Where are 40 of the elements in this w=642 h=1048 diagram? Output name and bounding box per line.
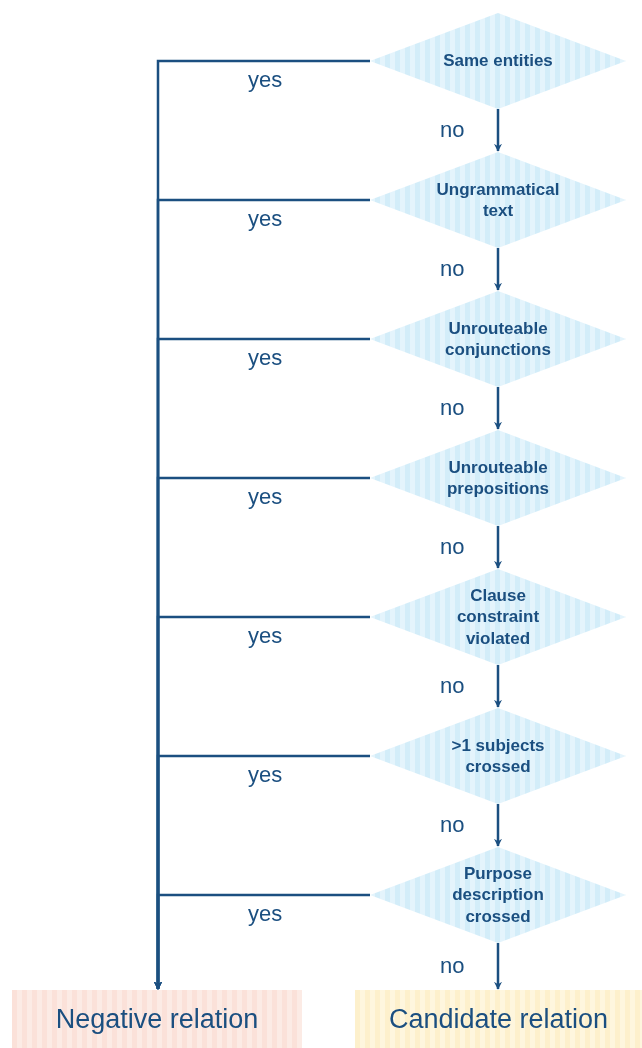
edge-label: no — [440, 674, 465, 697]
decision-diamond — [370, 152, 626, 248]
decision-diamond — [370, 708, 626, 804]
decision-text: Unrouteable conjunctions — [444, 317, 552, 361]
decision-diamond — [370, 430, 626, 526]
result-box — [355, 990, 642, 1048]
arrow — [494, 248, 502, 291]
result-text: Negative relation — [55, 1002, 259, 1036]
decision-diamond — [370, 291, 626, 387]
edge-label: yes — [248, 486, 283, 508]
arrow — [494, 526, 502, 569]
decision-diamond — [370, 13, 626, 109]
arrow — [154, 893, 370, 990]
arrow — [494, 665, 502, 708]
edge-label: no — [440, 118, 465, 141]
edge-label: no — [440, 813, 465, 836]
edge-label: yes — [248, 903, 283, 925]
edge-label: yes — [248, 208, 283, 230]
edge-label: yes — [248, 69, 283, 91]
decision-text: Unrouteable prepositions — [446, 456, 550, 500]
decision-text: >1 subjects crossed — [450, 734, 546, 778]
arrow — [494, 387, 502, 430]
edge-label: no — [440, 954, 465, 977]
edge-label: no — [440, 257, 465, 280]
decision-diamond — [370, 847, 626, 943]
edge-label: yes — [248, 347, 283, 369]
edge-label: no — [440, 535, 465, 558]
arrow — [494, 109, 502, 152]
decision-text: Ungrammatical text — [435, 178, 561, 222]
edge-label: yes — [248, 625, 283, 647]
result-text: Candidate relation — [388, 1002, 609, 1036]
decision-text: Clause constraint violated — [455, 585, 541, 649]
edge-label: no — [440, 396, 465, 419]
edge-label: yes — [248, 764, 283, 786]
arrow — [494, 943, 502, 990]
arrow — [494, 804, 502, 847]
decision-diamond — [370, 569, 626, 665]
decision-text: Purpose description crossed — [451, 863, 545, 927]
result-box — [12, 990, 302, 1048]
decision-text: Same entities — [443, 50, 553, 72]
